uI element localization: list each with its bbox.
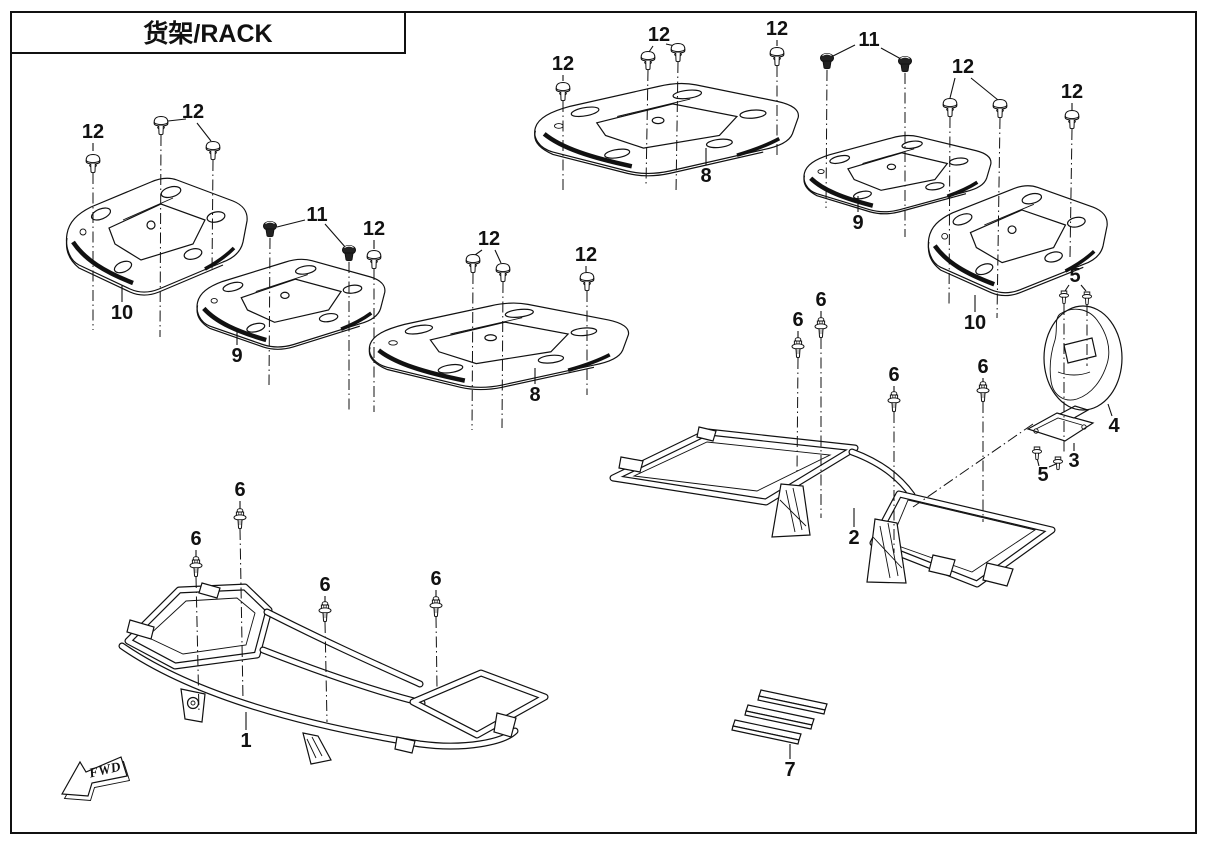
- title-box: [10, 11, 406, 54]
- frame-foot: [394, 736, 416, 754]
- frame-foot: [982, 562, 1014, 587]
- fwd-label: FWD: [87, 759, 123, 781]
- mounting-tab: [126, 619, 155, 640]
- callout-label-6: 6: [815, 289, 826, 311]
- callout-label-6: 6: [190, 528, 201, 550]
- callout-label-12: 12: [363, 218, 385, 240]
- callout-label-12: 12: [952, 56, 974, 78]
- callout-label-11: 11: [858, 29, 879, 51]
- callout-label-5: 5: [1037, 464, 1048, 486]
- callout-label-12: 12: [766, 18, 788, 40]
- mount-bracket: [180, 688, 206, 723]
- callout-label-6: 6: [234, 479, 245, 501]
- callout-label-2: 2: [848, 527, 859, 549]
- screw12-leader-line: [159, 134, 162, 338]
- clip11-leader-line: [825, 69, 828, 209]
- callout-leader-line: [276, 219, 306, 228]
- mounting-tab: [198, 582, 221, 599]
- detail-circle-part-4: [1043, 305, 1123, 411]
- callout-leader-line: [196, 122, 212, 142]
- callout-leader-line: [1048, 463, 1057, 468]
- callout-leader-line: [1107, 403, 1113, 417]
- callout-label-12: 12: [552, 53, 574, 75]
- reference-leader-line: [912, 423, 1034, 508]
- callout-label-8: 8: [700, 165, 711, 187]
- frame-foot: [928, 554, 956, 577]
- callout-leader-line: [970, 77, 999, 101]
- callout-label-7: 7: [784, 759, 795, 781]
- callout-label-5: 5: [1069, 265, 1080, 287]
- callout-leader-line: [949, 77, 956, 99]
- callout-label-6: 6: [888, 364, 899, 386]
- callout-label-1: 1: [240, 730, 251, 752]
- fwd-direction-arrow: FWD: [61, 756, 131, 801]
- callout-label-6: 6: [430, 568, 441, 590]
- screw12-leader-line: [948, 116, 951, 308]
- callout-label-8: 8: [529, 384, 540, 406]
- callout-label-12: 12: [575, 244, 597, 266]
- bolt6-leader-line: [435, 616, 438, 689]
- callout-label-9: 9: [852, 212, 863, 234]
- callout-label-12: 12: [1061, 81, 1083, 103]
- screw12-leader-line: [675, 61, 679, 194]
- callout-label-3: 3: [1068, 450, 1079, 472]
- callout-label-12: 12: [182, 101, 204, 123]
- callout-leader-line: [648, 45, 654, 53]
- callout-leader-line: [167, 118, 187, 122]
- page-border: [10, 11, 1197, 834]
- callout-label-6: 6: [319, 574, 330, 596]
- bolt6-leader-line: [195, 576, 200, 714]
- page-title: 货架/RACK: [143, 19, 272, 48]
- rack-frame-part-1: [118, 582, 549, 765]
- mounting-tab: [618, 456, 644, 473]
- callout-leader-line: [880, 47, 902, 60]
- bolt6-leader-line: [324, 621, 328, 723]
- callout-leader-line: [1064, 284, 1070, 292]
- callout-label-4: 4: [1108, 415, 1120, 437]
- callout-label-12: 12: [648, 24, 670, 46]
- frame-foot: [493, 712, 517, 738]
- callout-label-6: 6: [792, 309, 803, 331]
- callout-label-12: 12: [82, 121, 104, 143]
- screw12-leader-line: [471, 272, 474, 431]
- bolt6-leader-line: [239, 528, 244, 701]
- screw12-leader-line: [501, 281, 504, 429]
- mounting-tab: [696, 426, 717, 442]
- callout-label-10: 10: [964, 312, 986, 334]
- screw12-leader-line: [211, 159, 214, 273]
- callout-label-6: 6: [977, 356, 988, 378]
- screw12-leader-line: [996, 117, 1001, 319]
- callout-leader-line: [832, 44, 856, 57]
- frame-leg: [302, 732, 332, 765]
- callout-leader-line: [1080, 284, 1087, 292]
- callout-label-9: 9: [231, 345, 242, 367]
- rack-frame-part-2: [609, 426, 1056, 588]
- callout-label-12: 12: [478, 228, 500, 250]
- callout-label-11: 11: [306, 204, 327, 226]
- bracket-part-3: [1026, 405, 1095, 442]
- clip11-leader-line: [268, 237, 271, 386]
- callout-leader-line: [474, 249, 483, 256]
- screw12-leader-line: [1069, 128, 1073, 258]
- callout-label-10: 10: [111, 302, 133, 324]
- callout-leader-line: [324, 223, 347, 249]
- pad-strips-part-7: [731, 689, 828, 745]
- callout-leader-line: [494, 249, 502, 264]
